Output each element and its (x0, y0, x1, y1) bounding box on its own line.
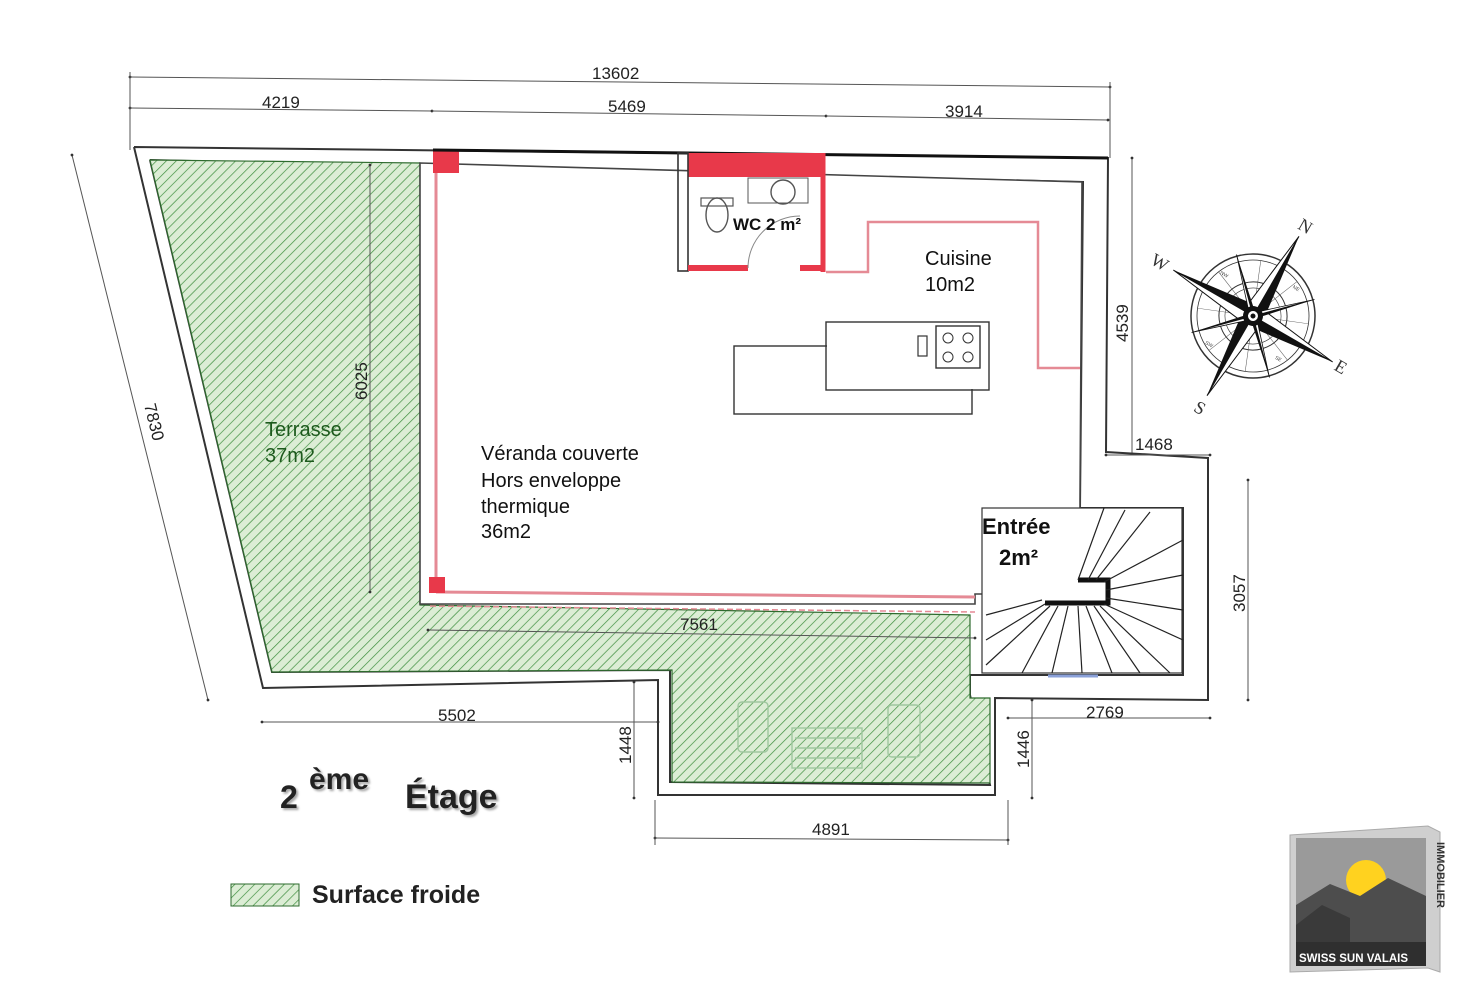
burner-icon (942, 332, 954, 344)
sink-counter-icon (747, 177, 809, 204)
stair-well (981, 507, 1183, 674)
burner-icon (962, 332, 974, 344)
dim-entrance-offset: 1468 (1135, 435, 1173, 454)
legend: Surface froide (230, 881, 480, 909)
sink-icon (917, 335, 928, 357)
veranda-window-bottom (435, 590, 976, 599)
compass-south: S (1191, 397, 1210, 419)
veranda-label-line2: Hors enveloppe (481, 470, 621, 492)
toilet-tank-icon (700, 197, 734, 207)
dim-step-left: 1448 (616, 726, 635, 764)
burner-icon (942, 351, 954, 363)
wc-wall-top (688, 153, 823, 177)
terrace-furniture (737, 701, 921, 769)
lounge-chair-icon (737, 701, 769, 753)
logo-brand: SWISS SUN VALAIS (1299, 953, 1408, 965)
compass-ne: NE (1291, 284, 1301, 293)
brand-logo: SWISS SUN VALAIS IMMOBILIER (1289, 825, 1446, 973)
wc-wall-left (677, 152, 689, 272)
kitchen-name: Cuisine (925, 248, 992, 270)
stair-steps (985, 507, 1184, 674)
floor-word: Étage (405, 778, 498, 816)
kitchen: Cuisine 10m2 (733, 220, 1080, 415)
dim-kitchen-height: 4539 (1113, 304, 1132, 342)
dim-bottom-left: 5502 (438, 706, 476, 725)
terrace-area: 37m2 (265, 445, 315, 467)
dim-bottom-middle: 4891 (812, 820, 850, 839)
floor-title: 2 ème Étage (280, 763, 498, 816)
wc-label: WC 2 m² (733, 215, 801, 234)
dim-top-right: 3914 (945, 102, 983, 121)
dim-terrace-height: 6025 (352, 362, 371, 400)
kitchen-counter (826, 220, 1080, 370)
stair-core (1045, 577, 1111, 606)
compass-nw: NW (1219, 270, 1229, 280)
veranda-label-line3: thermique (481, 496, 570, 518)
kitchen-area: 10m2 (925, 274, 975, 296)
veranda-area: 36m2 (481, 521, 531, 543)
dim-total-width: 13602 (592, 64, 639, 83)
veranda-label-line1: Véranda couverte (481, 443, 639, 465)
compass-east: E (1331, 355, 1351, 378)
veranda-threshold (429, 605, 976, 613)
dim-top-middle: 5469 (608, 97, 646, 116)
island-cover (827, 323, 988, 389)
terrace-name: Terrasse (265, 419, 342, 441)
dim-bottom-right: 2769 (1086, 703, 1124, 722)
dim-step-right: 1446 (1014, 730, 1033, 768)
veranda-pillar-top (433, 149, 459, 173)
entrance-area: 2m² (999, 545, 1038, 570)
legend-label: Surface froide (312, 881, 480, 909)
dim-left-diagonal: 7830 (140, 401, 168, 442)
legend-swatch (230, 883, 300, 907)
table-icon (791, 727, 863, 769)
compass-rose-icon: NE SE SW NW N E S W (1148, 214, 1351, 419)
dim-stair-height: 3057 (1230, 574, 1249, 612)
dimension-lines (70, 72, 1250, 845)
veranda-pillar-bottom (429, 577, 445, 593)
compass-west: W (1148, 249, 1173, 275)
sink-icon (770, 179, 796, 205)
dimension-labels: 13602 4219 5469 3914 7830 6025 4539 1468… (140, 64, 1249, 839)
floor-number: 2 (280, 779, 298, 815)
burner-icon (962, 351, 974, 363)
compass-sw: SW (1204, 340, 1214, 349)
dim-veranda-bottom: 7561 (680, 615, 718, 634)
lounge-chair-icon (887, 704, 921, 758)
cooktop-icon (935, 325, 981, 369)
compass-se: SE (1274, 355, 1283, 364)
staircase (981, 507, 1184, 678)
dim-top-left: 4219 (262, 93, 300, 112)
logo-side: IMMOBILIER (1434, 842, 1446, 908)
entrance-name: Entrée (982, 514, 1050, 539)
wc-room: WC 2 m² (677, 152, 826, 272)
wc-door-arc (747, 215, 801, 269)
outer-wall (133, 146, 1209, 796)
floor-suffix: ème (309, 763, 369, 796)
compass-north: N (1295, 214, 1316, 238)
